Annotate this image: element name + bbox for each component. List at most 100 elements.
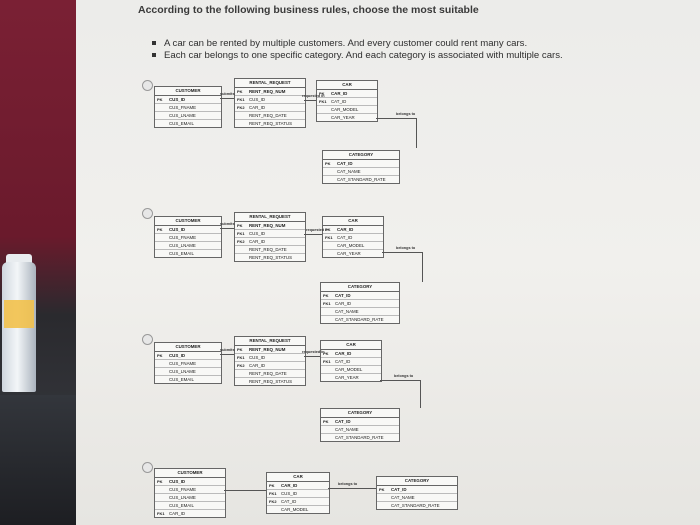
entity-attribute: CUS_EMAIL — [155, 376, 221, 383]
key-tag: PK — [157, 353, 163, 358]
attribute-name: CAR_ID — [337, 227, 354, 232]
entity-attribute: CAT_NAME — [323, 168, 399, 176]
attribute-name: CAR_ID — [249, 239, 266, 244]
option-a-radio[interactable] — [142, 80, 153, 91]
entity-attribute: RENT_REQ_STATUS — [235, 378, 305, 385]
relationship-label: belongs to — [394, 374, 414, 378]
entity-title: CUSTOMER — [155, 469, 225, 478]
attribute-name: CUS_ID — [249, 231, 266, 236]
question-title: According to the following business rule… — [138, 4, 479, 16]
entity-title: CATEGORY — [323, 151, 399, 160]
attribute-name: CAT_NAME — [337, 169, 361, 174]
entity-title: CUSTOMER — [155, 217, 221, 226]
rule-item: Each car belongs to one specific categor… — [152, 50, 563, 62]
entity-attribute: RENT_REQ_DATE — [235, 370, 305, 378]
attribute-name: CUS_ID — [169, 353, 186, 358]
attribute-name: CAT_ID — [331, 99, 347, 104]
entity-title: CATEGORY — [321, 409, 399, 418]
entity-attribute: CAT_NAME — [377, 494, 457, 502]
relationship-line — [220, 98, 234, 99]
entity-attribute: CUS_FNAME — [155, 360, 221, 368]
attribute-name: CAT_STANDARD_RATE — [335, 435, 384, 440]
relationship-line — [304, 100, 316, 101]
relationship-line — [380, 380, 420, 381]
attribute-name: RENT_REQ_DATE — [249, 113, 287, 118]
attribute-name: CAR_ID — [249, 363, 266, 368]
key-tag: PK — [237, 89, 243, 94]
entity-attribute: RENT_REQ_DATE — [235, 112, 305, 120]
attribute-name: RENT_REQ_DATE — [249, 247, 287, 252]
attribute-name: RENT_REQ_NUM — [249, 223, 286, 228]
entity-attribute: CAR_MODEL — [323, 242, 383, 250]
key-tag: PK — [237, 347, 243, 352]
relationship-label: requested in — [306, 228, 329, 232]
key-tag: PK — [325, 227, 331, 232]
key-tag: FK1 — [323, 301, 331, 306]
attribute-name: CAR_ID — [335, 301, 352, 306]
entity-attribute: FK1 CAT_ID — [321, 358, 381, 366]
relationship-line — [304, 234, 322, 235]
attribute-name: CUS_LNAME — [169, 243, 196, 248]
key-tag: FK1 — [237, 97, 245, 102]
key-tag: PK — [325, 161, 331, 166]
option-c-radio[interactable] — [142, 334, 153, 345]
key-tag: FK1 — [325, 235, 333, 240]
entity-attribute: CAR_YEAR — [317, 114, 377, 121]
relationship-line — [224, 490, 266, 491]
attribute-name: CUS_FNAME — [169, 361, 197, 366]
attribute-name: CUS_LNAME — [169, 495, 196, 500]
attribute-name: CAR_YEAR — [337, 251, 361, 256]
attribute-name: CUS_ID — [169, 97, 186, 102]
attribute-name: CAT_NAME — [335, 309, 359, 314]
attribute-name: CAR_ID — [249, 105, 266, 110]
attribute-name: CAR_MODEL — [331, 107, 359, 112]
attribute-name: CAT_ID — [281, 499, 297, 504]
attribute-name: CAR_YEAR — [335, 375, 359, 380]
attribute-name: CUS_ID — [249, 97, 266, 102]
bullet-icon — [152, 41, 156, 46]
key-tag: FK1 — [323, 359, 331, 364]
option-b-radio[interactable] — [142, 208, 153, 219]
entity-attribute: CAR_YEAR — [321, 374, 381, 381]
attribute-name: CAT_ID — [335, 359, 351, 364]
entity-attribute: CAT_STANDARD_RATE — [323, 176, 399, 183]
relationship-line — [376, 118, 416, 119]
desk — [0, 395, 78, 525]
entity-title: CAR — [317, 81, 377, 90]
bullet-icon — [152, 53, 156, 58]
attribute-name: CAT_STANDARD_RATE — [337, 177, 386, 182]
bottle-label — [4, 300, 34, 328]
attribute-name: RENT_REQ_STATUS — [249, 121, 293, 126]
attribute-name: CAR_YEAR — [331, 115, 355, 120]
entity-title: CATEGORY — [321, 283, 399, 292]
relationship-label: submits — [220, 348, 235, 352]
attribute-name: CUS_FNAME — [169, 235, 197, 240]
relationship-label: requested in — [302, 94, 325, 98]
option-d-radio[interactable] — [142, 462, 153, 473]
entity-attribute: CUS_EMAIL — [155, 502, 225, 510]
entity-attribute: CAR_YEAR — [323, 250, 383, 257]
entity-title: CUSTOMER — [155, 87, 221, 96]
entity-attribute: PK CAR_ID — [323, 226, 383, 234]
attribute-name: CAT_STANDARD_RATE — [391, 503, 440, 508]
entity-title: CAR — [323, 217, 383, 226]
key-tag: PK — [157, 97, 163, 102]
key-tag: PK — [323, 419, 329, 424]
attribute-name: CUS_EMAIL — [169, 121, 194, 126]
relationship-line — [328, 488, 376, 489]
